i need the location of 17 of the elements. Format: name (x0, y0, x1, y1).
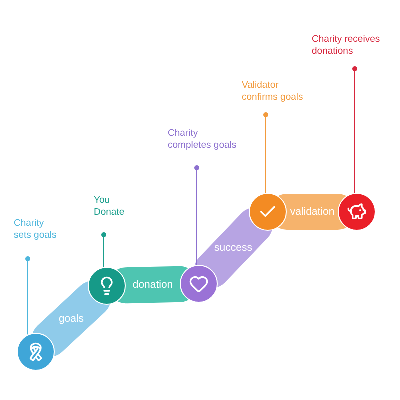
edge-label: success (214, 242, 252, 254)
leader-line (194, 166, 200, 266)
step-caption: Charity sets goals (14, 218, 58, 243)
tube-connector (32, 280, 112, 358)
edge-label: validation (290, 206, 335, 218)
edge-label: donation (132, 279, 174, 291)
step-caption: Charity receives donations (312, 34, 382, 59)
leader-line (102, 232, 106, 268)
leader-line (352, 66, 358, 194)
edge-label: goals (58, 313, 84, 325)
leader-line (26, 256, 30, 336)
step-caption: Validator confirms goals (242, 80, 304, 105)
tube-connector (194, 208, 273, 288)
step-circle (338, 193, 376, 231)
step-caption: Charity completes goals (168, 128, 238, 153)
step-caption: You Donate (94, 195, 126, 220)
leader-line (264, 112, 268, 194)
